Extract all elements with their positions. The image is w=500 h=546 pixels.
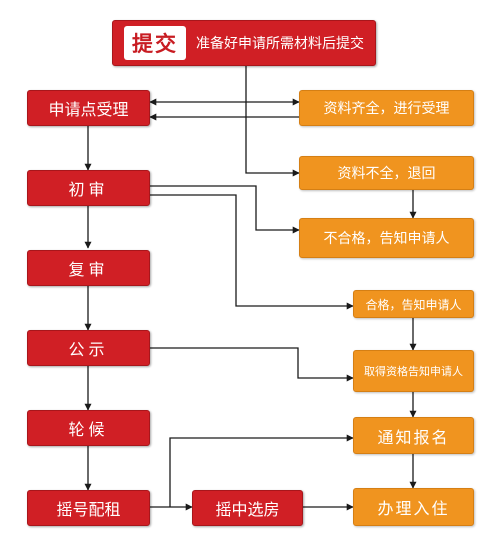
obtained-node: 取得资格告知申请人 [353,350,474,392]
accept-node: 申请点受理 [27,90,150,126]
submit-text: 准备好申请所需材料后提交 [196,36,364,52]
arrow-submit-to-accept [149,66,247,106]
lottery-node: 摇号配租 [27,490,150,526]
arrow-submit-to-incomplete [245,102,300,177]
complete-node: 资料齐全，进行受理 [299,90,474,126]
unqualified-node: 不合格，告知申请人 [299,218,474,258]
submit-node: 提交 准备好申请所需材料后提交 [112,20,376,66]
arrow-initial-to-unqualified [150,185,300,234]
incomplete-node: 资料不全，退回 [299,156,474,190]
arrow-lottery-to-notify [169,434,354,507]
qualified-node: 合格，告知申请人 [353,290,474,318]
checkin-node: 办理入住 [353,488,474,526]
publicity-node: 公示 [27,330,150,366]
arrow-initial-to-qualified [150,194,354,310]
submit-tag: 提交 [124,26,186,60]
re-review-node: 复审 [27,250,150,286]
waiting-node: 轮候 [27,410,150,446]
initial-review-node: 初审 [27,170,150,206]
selected-node: 摇中选房 [192,490,303,526]
arrow-publicity-to-obtained [150,347,354,382]
notify-node: 通知报名 [353,417,474,454]
